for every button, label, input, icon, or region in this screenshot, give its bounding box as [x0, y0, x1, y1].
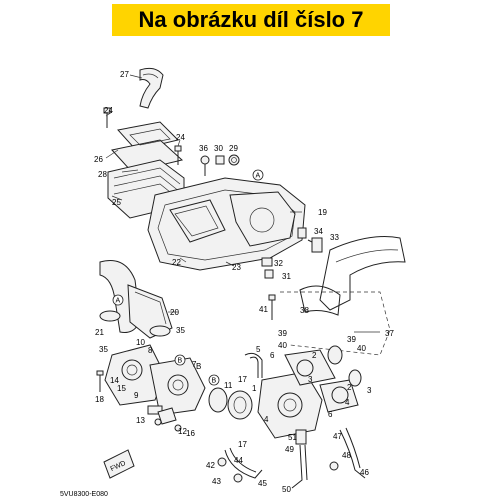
callout-2-b: 2 [347, 383, 352, 392]
banner-text: Na obrázku díl číslo 7 [138, 7, 364, 32]
callout-40-a: 40 [278, 341, 287, 350]
callout-25: 25 [112, 198, 121, 207]
svg-text:A: A [116, 298, 121, 305]
callout-17-b: 17 [238, 440, 247, 449]
callout-35-a: 35 [176, 326, 185, 335]
bottom-hoses [217, 427, 366, 489]
bolt-24-left [103, 107, 111, 128]
callout-49: 49 [285, 445, 294, 454]
svg-text:B: B [178, 358, 183, 365]
callout-17-a: 17 [238, 375, 247, 384]
callout-20: 20 [170, 308, 179, 317]
callout-50: 50 [282, 485, 291, 494]
callout-21: 21 [95, 328, 104, 337]
callout-11: 11 [224, 381, 233, 390]
callout-1: 1 [252, 384, 257, 393]
ref-letter-b-2: B [208, 374, 220, 386]
callout-35-b: 35 [99, 345, 108, 354]
callout-9: 9 [134, 391, 139, 400]
breather-hose-37 [280, 236, 406, 356]
callout-23: 23 [232, 263, 241, 272]
callout-45: 45 [258, 479, 267, 488]
callout-51: 51 [288, 433, 297, 442]
throttle-body-right [208, 345, 362, 439]
callout-24-a: 24 [104, 106, 113, 115]
callout-6-a: 6 [270, 351, 275, 360]
small-bolts-left [96, 370, 182, 432]
callout-2-a: 2 [312, 351, 317, 360]
callout-31: 31 [282, 272, 291, 281]
callout-7: 7 [192, 360, 197, 369]
callout-46: 46 [360, 468, 369, 477]
callout-34: 34 [314, 227, 323, 236]
leader-lines [105, 74, 380, 333]
callout-39-b: 39 [347, 335, 356, 344]
callout-38: 38 [300, 306, 309, 315]
callout-24-b: 24 [176, 133, 185, 142]
callout-18: 18 [95, 395, 104, 404]
part-number-banner: Na obrázku díl číslo 7 [112, 4, 390, 36]
callout-6-b: 6 [328, 410, 333, 419]
callout-3-b: 3 [367, 386, 372, 395]
callout-44: 44 [234, 456, 243, 465]
hose-5 [244, 352, 263, 378]
callout-14: 14 [110, 376, 119, 385]
callout-3-a: 3 [308, 375, 313, 384]
callout-26: 26 [94, 155, 103, 164]
throttle-body-left [104, 344, 206, 425]
callout-10: 10 [136, 338, 145, 347]
callout-32: 32 [274, 259, 283, 268]
callout-15: 15 [117, 384, 126, 393]
callout-12: 12 [178, 427, 187, 436]
callout-30: 30 [214, 144, 223, 153]
callout-b-label: B [196, 362, 201, 371]
svg-text:A: A [256, 173, 261, 180]
small-parts-31-34 [261, 227, 323, 279]
callout-41: 41 [259, 305, 268, 314]
callout-37: 37 [385, 329, 394, 338]
intake-duct-20-21 [99, 260, 173, 339]
ref-letter-a-1: A [252, 169, 264, 181]
callout-28: 28 [98, 170, 107, 179]
callout-4-a: 4 [345, 398, 350, 407]
callout-48: 48 [342, 451, 351, 460]
callout-19: 19 [318, 208, 327, 217]
callout-40-b: 40 [357, 344, 366, 353]
bolt-41 [268, 294, 276, 320]
callout-47: 47 [333, 432, 342, 441]
fwd-arrow: FWD [103, 449, 135, 479]
callout-22: 22 [172, 258, 181, 267]
callout-16: 16 [186, 429, 195, 438]
callout-4-b: 4 [264, 415, 269, 424]
callout-27: 27 [120, 70, 129, 79]
callout-labels: 27 24 26 28 25 24 36 30 29 22 23 19 34 3… [94, 70, 394, 494]
callout-8: 8 [148, 346, 153, 355]
callout-36: 36 [199, 144, 208, 153]
small-fittings-36-30-29 [200, 154, 240, 176]
svg-text:B: B [212, 378, 217, 385]
ref-letter-a-2: A [112, 294, 124, 306]
diagram-code: 5VU8300-E080 [60, 491, 108, 498]
callout-42: 42 [206, 461, 215, 470]
callout-33: 33 [330, 233, 339, 242]
callout-5: 5 [256, 345, 261, 354]
callout-13: 13 [136, 416, 145, 425]
intake-duct-27 [139, 67, 164, 109]
callout-43: 43 [212, 477, 221, 486]
callout-29: 29 [229, 144, 238, 153]
callout-39-a: 39 [278, 329, 287, 338]
ref-letter-b-1: B [174, 354, 186, 366]
air-box-case [147, 177, 306, 271]
